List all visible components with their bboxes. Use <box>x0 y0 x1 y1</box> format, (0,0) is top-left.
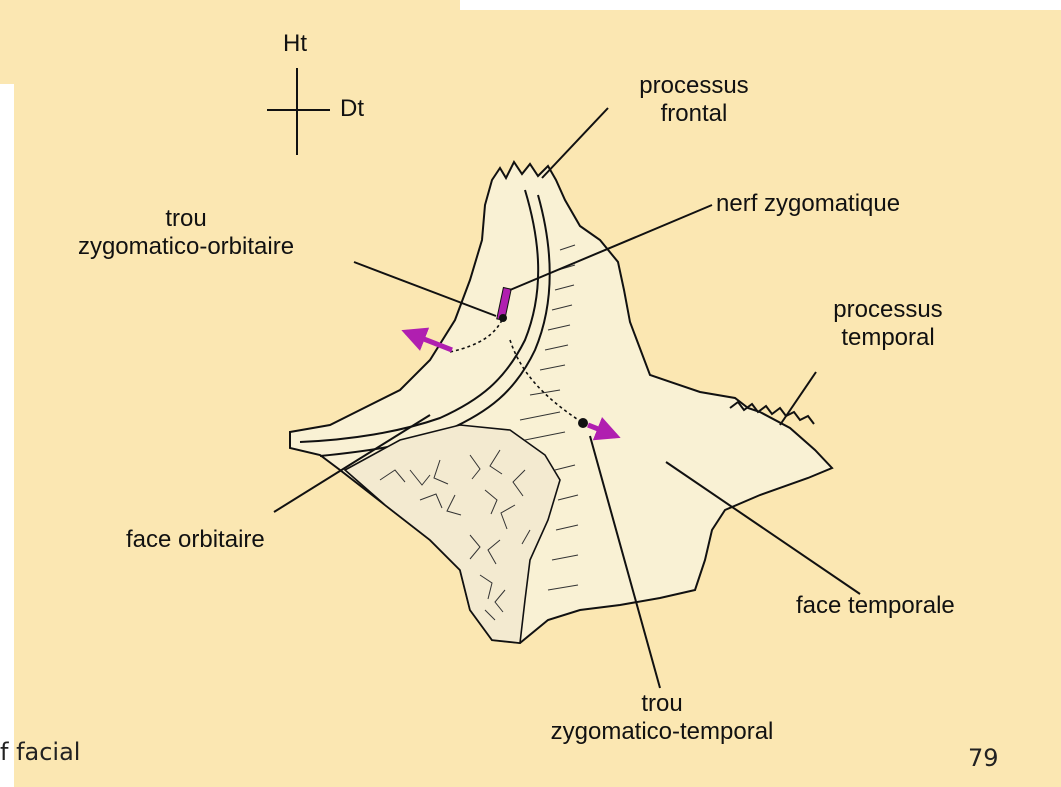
foramen-orbital-dot <box>499 314 507 322</box>
label-processus-temporal: processus temporal <box>808 296 968 352</box>
label-trou-zygomatico-temporal: trou zygomatico-temporal <box>522 690 802 746</box>
label-processus-frontal: processus frontal <box>614 72 774 128</box>
label-trou-zygomatico-orbitaire: trou zygomatico-orbitaire <box>36 205 336 261</box>
orientation-up-label: Ht <box>283 30 307 58</box>
label-face-orbitaire: face orbitaire <box>126 526 265 554</box>
leader-processus-frontal <box>542 108 608 178</box>
foramen-temporal-dot <box>578 418 588 428</box>
zygomatic-bone-body <box>290 162 832 643</box>
footer-section-text: f facial <box>0 738 80 766</box>
label-nerf-zygomatique: nerf zygomatique <box>716 190 900 218</box>
orientation-cross <box>267 68 330 155</box>
label-face-temporale: face temporale <box>796 592 955 620</box>
page-number: 79 <box>968 744 999 772</box>
orientation-right-label: Dt <box>340 95 364 123</box>
